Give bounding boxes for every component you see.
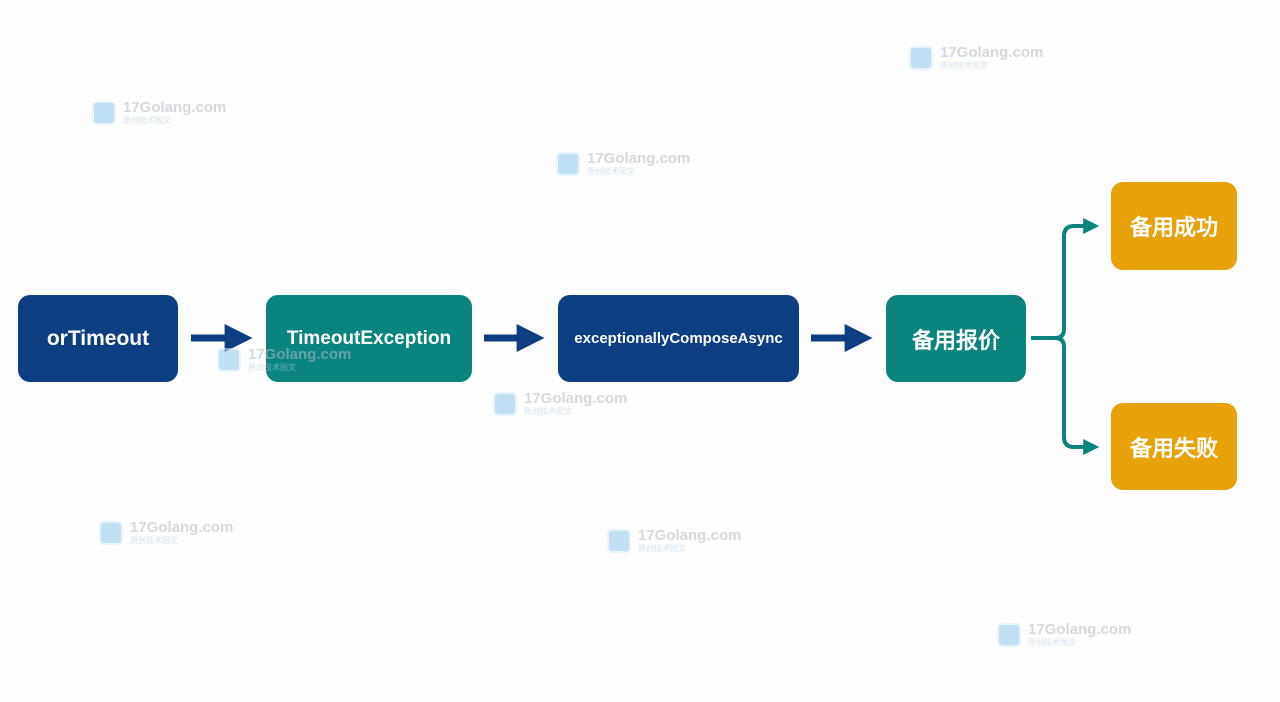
watermark-subtitle: 原创技术图文 [130,536,178,545]
watermark: 17Golang.com 原创技术图文 [997,622,1131,647]
watermark-title: 17Golang.com [123,99,227,116]
node-backup-failure-label: 备用失败 [1129,436,1218,462]
watermark-subtitle: 原创技术图文 [587,167,635,176]
watermark-logo-icon [607,528,631,553]
watermark: 17Golang.com 原创技术图文 [607,528,741,553]
watermark-title: 17Golang.com [940,44,1044,61]
watermark-title: 17Golang.com [638,527,742,544]
node-exceptionally-compose-async: exceptionallyComposeAsync [558,295,799,382]
watermark: 17Golang.com 原创技术图文 [92,100,226,125]
watermark-subtitle: 原创技术图文 [248,363,296,372]
node-timeout-exception: TimeoutException [266,295,472,382]
watermark: 17Golang.com 原创技术图文 [909,45,1043,70]
watermark: 17Golang.com 原创技术图文 [493,391,627,416]
watermark-logo-icon [556,151,580,176]
watermark-title: 17Golang.com [130,519,234,536]
watermark-title: 17Golang.com [587,150,691,167]
node-or-timeout-label: orTimeout [46,326,150,350]
watermark-title: 17Golang.com [1028,621,1132,638]
watermark-subtitle: 原创技术图文 [940,61,988,70]
node-or-timeout: orTimeout [18,295,178,382]
node-backup-success: 备用成功 [1111,182,1237,270]
watermark: 17Golang.com 原创技术图文 [556,151,690,176]
watermark-title: 17Golang.com [524,390,628,407]
node-timeout-exception-label: TimeoutException [286,327,452,349]
node-exceptionally-compose-async-label: exceptionallyComposeAsync [574,330,783,347]
arrow-backup-quote-to-backup-success [1031,218,1100,340]
node-backup-success-label: 备用成功 [1129,216,1218,241]
watermark-logo-icon [909,45,933,70]
node-backup-quote-label: 备用报价 [911,328,1000,354]
node-backup-failure: 备用失败 [1111,403,1237,490]
watermark-logo-icon [997,622,1021,647]
arrow-backup-quote-to-backup-failure [1031,336,1100,455]
watermark-subtitle: 原创技术图文 [123,116,171,125]
watermark-logo-icon [217,347,241,372]
watermark: 17Golang.com 原创技术图文 [99,520,233,545]
watermark-title: 17Golang.com [248,346,352,363]
watermark-logo-icon [92,100,116,125]
watermark-logo-icon [99,520,123,545]
watermark-logo-icon [493,391,517,416]
watermark-subtitle: 原创技术图文 [638,544,686,553]
watermark: 17Golang.com 原创技术图文 [217,347,351,372]
node-backup-quote: 备用报价 [886,295,1026,382]
watermark-subtitle: 原创技术图文 [524,407,572,416]
watermark-subtitle: 原创技术图文 [1028,638,1076,647]
